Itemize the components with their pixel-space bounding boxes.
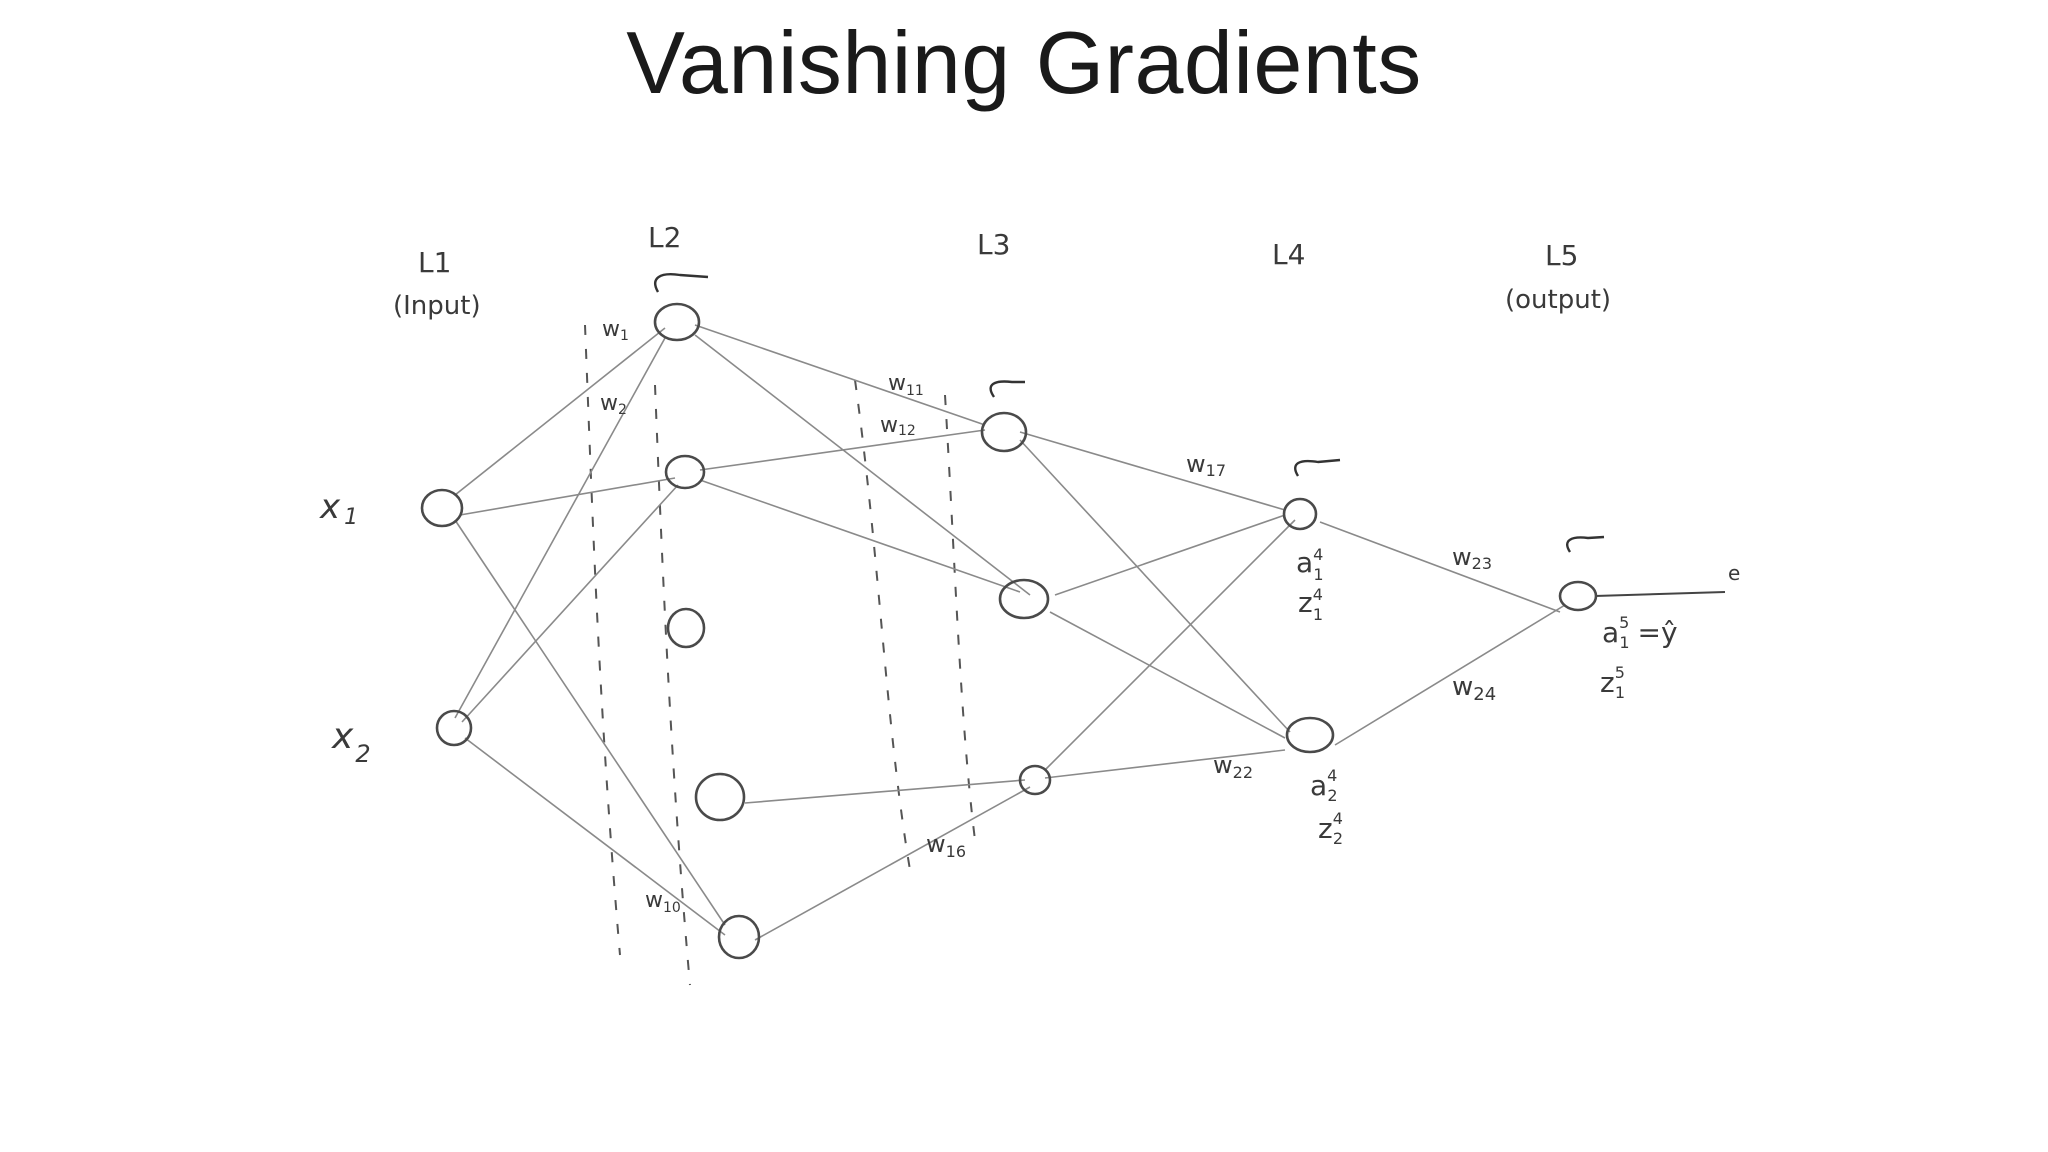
- edge: [694, 334, 1031, 596]
- edge: [699, 429, 986, 471]
- separator-l2-l3-a: [854, 379, 911, 871]
- layer-label-l2: L2: [648, 221, 681, 254]
- node-l4-2: [1285, 716, 1335, 754]
- slide-title: Vanishing Gradients: [626, 13, 1422, 112]
- weight-label-w11: w11: [888, 371, 924, 399]
- sigma-marks: [654, 273, 1605, 553]
- layer-label-l1-sub: (Input): [393, 291, 481, 321]
- layer-separators: [584, 324, 976, 986]
- sigma-l2: [654, 273, 709, 293]
- output-edge: [1594, 591, 1726, 597]
- node-x2: [435, 709, 473, 747]
- edge: [694, 324, 986, 426]
- edge: [1319, 521, 1561, 613]
- sigma-l5: [1566, 535, 1605, 553]
- node-l2-1: [653, 302, 701, 342]
- weight-label-w10: w10: [645, 888, 681, 916]
- node-l3-2: [998, 578, 1050, 620]
- weight-label-w17: w17: [1186, 450, 1226, 480]
- layer-3-nodes: [980, 411, 1052, 796]
- edge: [754, 786, 1031, 941]
- layer-label-l5-sub: (output): [1505, 285, 1611, 315]
- edge: [454, 327, 666, 496]
- layer-label-l1: L1: [418, 246, 451, 279]
- weight-label-w22: w22: [1213, 751, 1253, 782]
- weight-label-w24: w24: [1452, 672, 1496, 705]
- sigma-l3: [989, 380, 1025, 398]
- separator-l2-l3-b: [944, 394, 976, 841]
- weight-label-w1: w1: [602, 317, 629, 344]
- input-label-x2: x2: [331, 716, 371, 768]
- output-error-label: e: [1728, 561, 1740, 585]
- node-l2-5: [717, 914, 761, 960]
- edge: [454, 519, 726, 926]
- edge: [1049, 611, 1286, 739]
- layer-1-nodes: [420, 488, 473, 747]
- edge: [461, 484, 679, 723]
- layer-5-nodes: [1558, 580, 1598, 612]
- weight-label-w12: w12: [880, 413, 916, 439]
- edge: [454, 337, 666, 719]
- edge: [1019, 439, 1291, 733]
- edge: [699, 479, 1021, 593]
- weight-label-w2: w2: [600, 391, 627, 418]
- layer-labels: L1 (Input) L2 L3 L4 L5 (output): [393, 221, 1611, 321]
- network-edges: [454, 324, 1726, 941]
- separator-l1-l2-a: [584, 324, 621, 956]
- weight-labels: w1 w2 w10 w11 w12 w16 w17 w22 w23 w24: [600, 317, 1496, 916]
- node-l3-1: [980, 411, 1028, 453]
- edge: [464, 737, 726, 936]
- weight-label-w16: w16: [926, 830, 966, 861]
- edge: [1044, 519, 1296, 771]
- layer-label-l4: L4: [1272, 238, 1305, 271]
- edge: [1334, 604, 1566, 746]
- node-l2-3: [666, 607, 706, 649]
- edge: [1054, 514, 1286, 596]
- node-l2-2: [664, 454, 706, 490]
- edge: [744, 779, 1026, 804]
- node-x1: [420, 488, 464, 528]
- node-output: [1558, 580, 1598, 612]
- edge: [1044, 749, 1286, 779]
- node-l4-1: [1282, 497, 1318, 531]
- node-l2-4: [694, 772, 746, 822]
- layer-label-l3: L3: [977, 228, 1010, 261]
- edge: [1019, 431, 1286, 511]
- layer-4-nodes: [1282, 497, 1335, 754]
- layer-label-l5: L5: [1545, 239, 1578, 272]
- sigma-l4: [1294, 458, 1341, 477]
- node-l3-3: [1018, 764, 1052, 796]
- weight-label-w23: w23: [1452, 543, 1492, 573]
- layer-2-nodes: [653, 302, 761, 960]
- separator-l1-l2-b: [654, 384, 691, 986]
- edge: [459, 477, 676, 516]
